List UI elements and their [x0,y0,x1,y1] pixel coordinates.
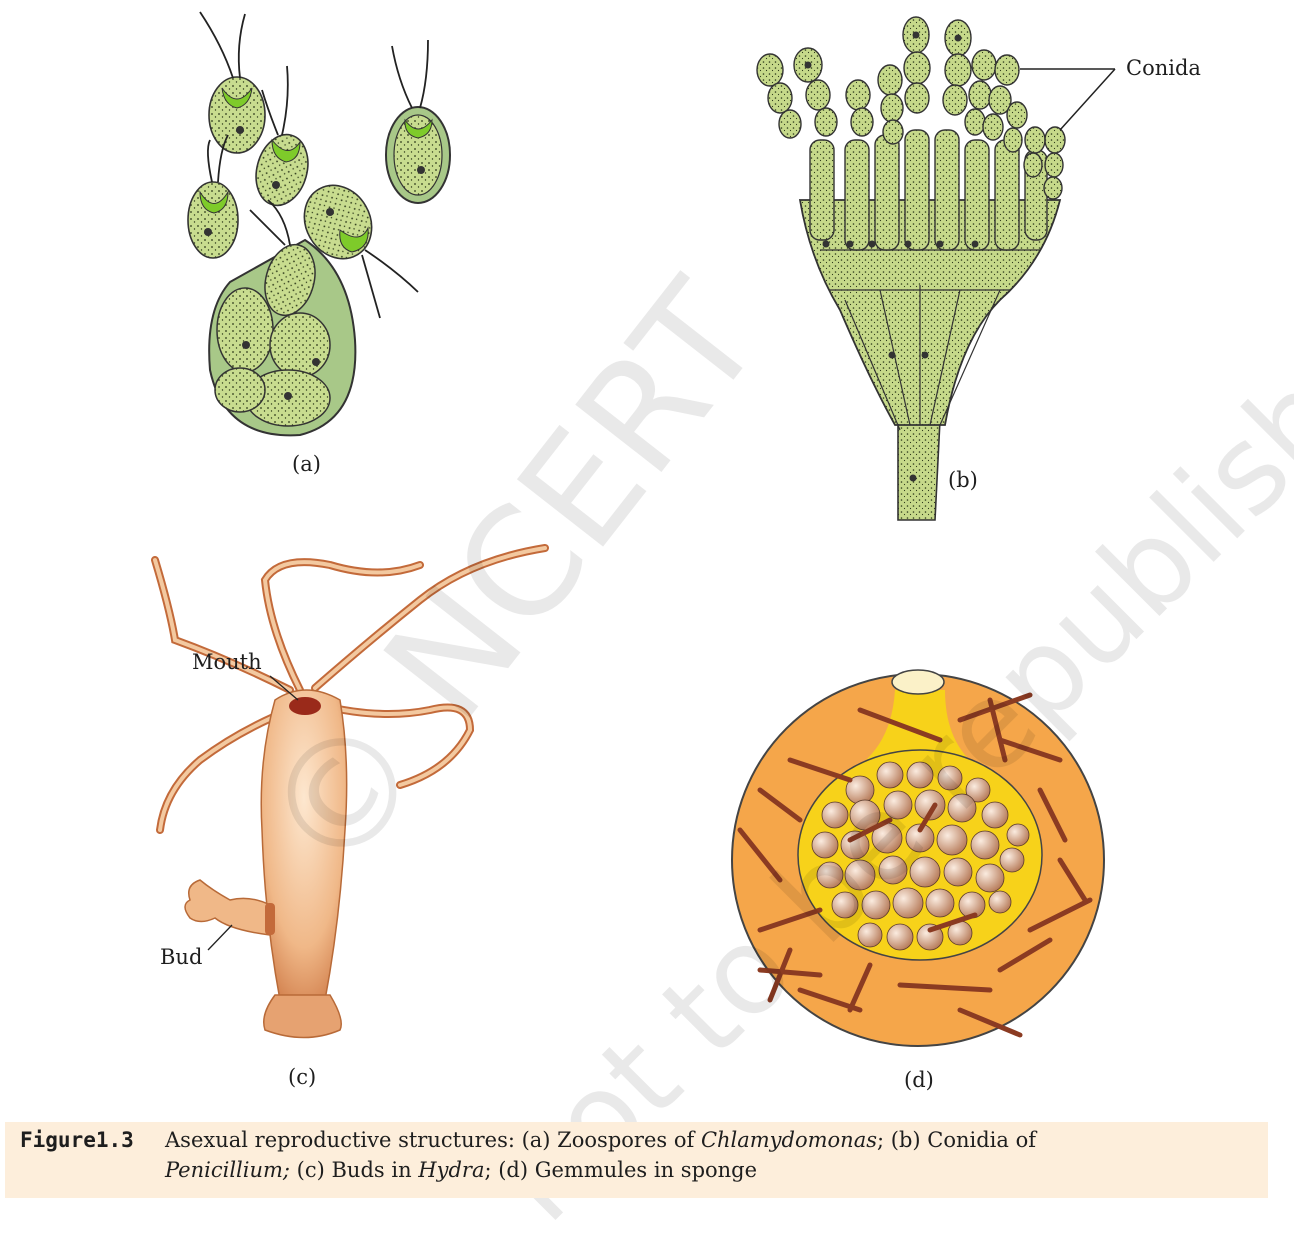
mouth-label: Mouth [192,650,262,674]
hydra-mouth [289,697,321,715]
hydra-bud [184,879,271,936]
caption-intro: Asexual reproductive structures: (a) Zoo… [165,1128,695,1152]
micropyle-tube [860,690,975,765]
bud-label: Bud [160,945,203,969]
metulae [798,199,1062,426]
caption-term-hydra: Hydra [418,1158,485,1182]
panel-d-label: (d) [904,1068,934,1092]
gemmule-drawing [731,669,1105,1047]
panel-a-label: (a) [292,452,321,476]
caption-mid-b: ; (b) Conidia of [877,1128,1036,1152]
figure-number: Figure1.3 [20,1128,134,1152]
panel-c-label: (c) [288,1065,317,1089]
zoospore-free [208,76,266,154]
hydra-basal-disc [263,994,342,1039]
conida-label: Conida [1126,56,1201,80]
hydra-drawing [151,544,549,1039]
caption-line-2: Penicillium; (c) Buds in Hydra; (d) Gemm… [165,1158,757,1182]
caption-end: ; (d) Gemmules in sponge [484,1158,758,1182]
zoospore [214,367,266,413]
micropyle [891,669,945,695]
conida-callout-lines [1020,68,1116,131]
hydra-body [260,689,348,1001]
figure-caption: Figure1.3 Asexual reproductive structure… [5,1122,1268,1198]
zoospore [264,243,316,317]
conidiophore-drawing [756,16,1116,521]
spicules [737,692,1093,1038]
caption-mid-c: (c) Buds in [290,1158,419,1182]
caption-line-1: Asexual reproductive structures: (a) Zoo… [165,1128,1036,1152]
archaeocyte-cells [811,761,1030,951]
zoospores-drawing [187,11,451,437]
caption-term-penicillium: Penicillium; [165,1158,290,1182]
panel-b-label: (b) [948,468,978,492]
caption-term-chlamydomonas: Chlamydomonas [700,1128,878,1152]
